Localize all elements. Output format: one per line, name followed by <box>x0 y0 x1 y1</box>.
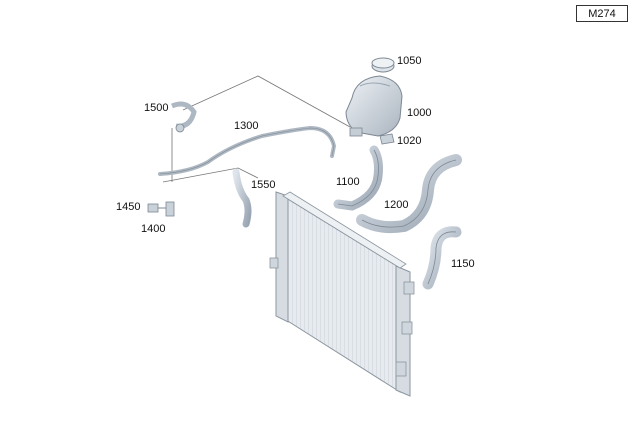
callout-1500: 1500 <box>144 102 169 114</box>
callout-1400: 1400 <box>141 223 166 235</box>
pipe-1550 <box>232 168 252 228</box>
callout-1550: 1550 <box>251 179 276 191</box>
callout-1300: 1300 <box>234 120 259 132</box>
part-1500 <box>171 101 197 133</box>
expansion-tank <box>345 75 403 137</box>
callout-1450: 1450 <box>116 201 141 213</box>
callout-1200: 1200 <box>384 199 409 211</box>
radiator <box>269 191 415 397</box>
model-code-box: M274 <box>576 5 628 22</box>
callout-1050: 1050 <box>397 55 422 67</box>
callout-1020: 1020 <box>397 135 422 147</box>
expansion-tank-cap <box>371 57 395 73</box>
tank-bracket <box>379 133 395 145</box>
callout-1000: 1000 <box>407 107 432 119</box>
callout-1100: 1100 <box>336 176 360 188</box>
callout-1150: 1150 <box>451 258 475 270</box>
part-1450-1400 <box>147 201 175 217</box>
hose-line-1300 <box>158 125 337 176</box>
